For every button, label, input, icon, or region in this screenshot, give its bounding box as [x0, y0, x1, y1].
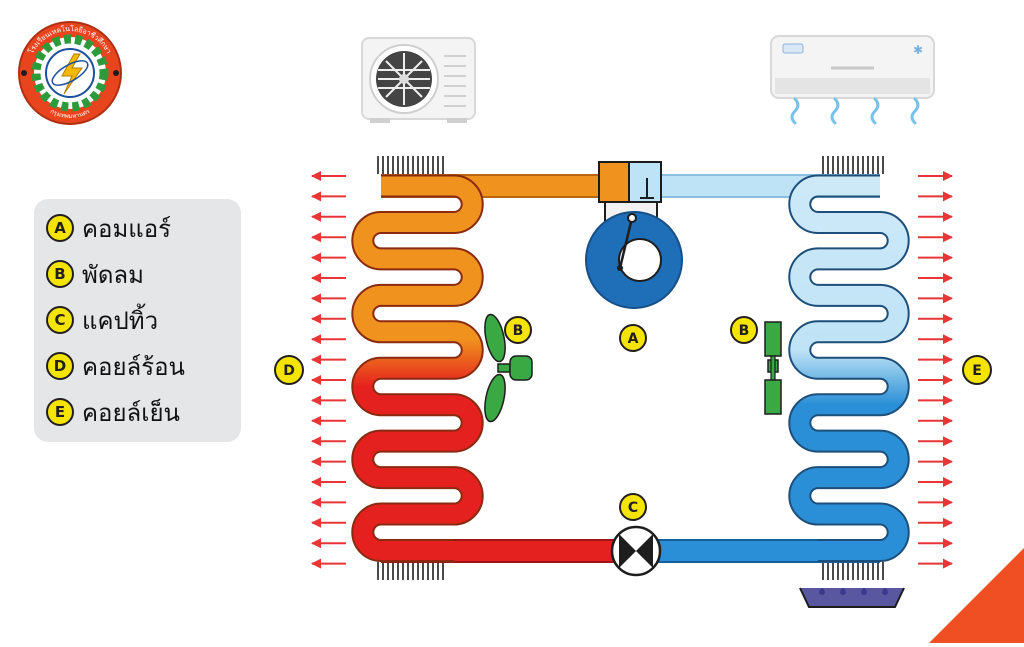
legend-item-cold-coil: E คอยล์เย็น: [46, 395, 180, 429]
legend-item-fan: B พัดลม: [46, 257, 144, 291]
hot-coil: [353, 176, 482, 560]
wall-air-conditioner-icon: ✱: [770, 35, 935, 125]
legend-badge: B: [46, 260, 74, 288]
svg-text:A: A: [628, 331, 639, 347]
hot-coil-fins: [377, 156, 444, 580]
cold-coil: [790, 176, 908, 560]
legend-label: พัดลม: [82, 260, 144, 289]
svg-text:C: C: [628, 500, 638, 516]
svg-text:D: D: [283, 363, 295, 379]
cold-coil-fins: [822, 156, 884, 580]
legend-label: คอยล์ร้อน: [82, 352, 185, 381]
svg-text:✱: ✱: [913, 43, 923, 57]
callout-capillary: C: [619, 493, 647, 521]
compressor-icon: [585, 161, 683, 309]
legend-label: คอยล์เย็น: [82, 398, 180, 427]
legend-item-compressor: A คอมแอร์: [46, 211, 171, 245]
legend-label: คอมแอร์: [82, 214, 172, 243]
condensing-unit-icon: [361, 37, 476, 123]
legend-label: แคปทิ้ว: [82, 306, 159, 335]
callout-hot-coil: D: [274, 355, 304, 385]
heat-absorption-arrows: [918, 171, 953, 569]
expansion-valve-icon: [610, 525, 662, 577]
callout-compressor: A: [619, 324, 647, 352]
svg-text:B: B: [513, 323, 524, 339]
school-logo: โรงเรียนเทคโนโลยีอาชีวศึกษา กรุงเทพมหานค…: [18, 21, 122, 125]
legend-badge: A: [46, 214, 74, 242]
callout-fan-left: B: [504, 316, 532, 344]
legend-item-capillary: C แคปทิ้ว: [46, 303, 158, 337]
drain-tray-icon: [799, 587, 905, 608]
callout-cold-coil: E: [962, 355, 992, 385]
legend-badge: D: [46, 352, 74, 380]
legend-panel: A คอมแอร์ B พัดลม C แคปทิ้ว D คอยล์ร้อน …: [34, 199, 241, 442]
svg-text:E: E: [972, 363, 982, 379]
callout-fan-right: B: [730, 316, 758, 344]
heat-rejection-arrows: [311, 171, 346, 569]
corner-accent: [929, 548, 1024, 643]
legend-badge: E: [46, 398, 74, 426]
svg-text:B: B: [739, 323, 750, 339]
axial-fan-icon: [484, 313, 533, 423]
legend-badge: C: [46, 306, 74, 334]
legend-item-hot-coil: D คอยล์ร้อน: [46, 349, 185, 383]
blower-fan-icon: [764, 321, 782, 415]
